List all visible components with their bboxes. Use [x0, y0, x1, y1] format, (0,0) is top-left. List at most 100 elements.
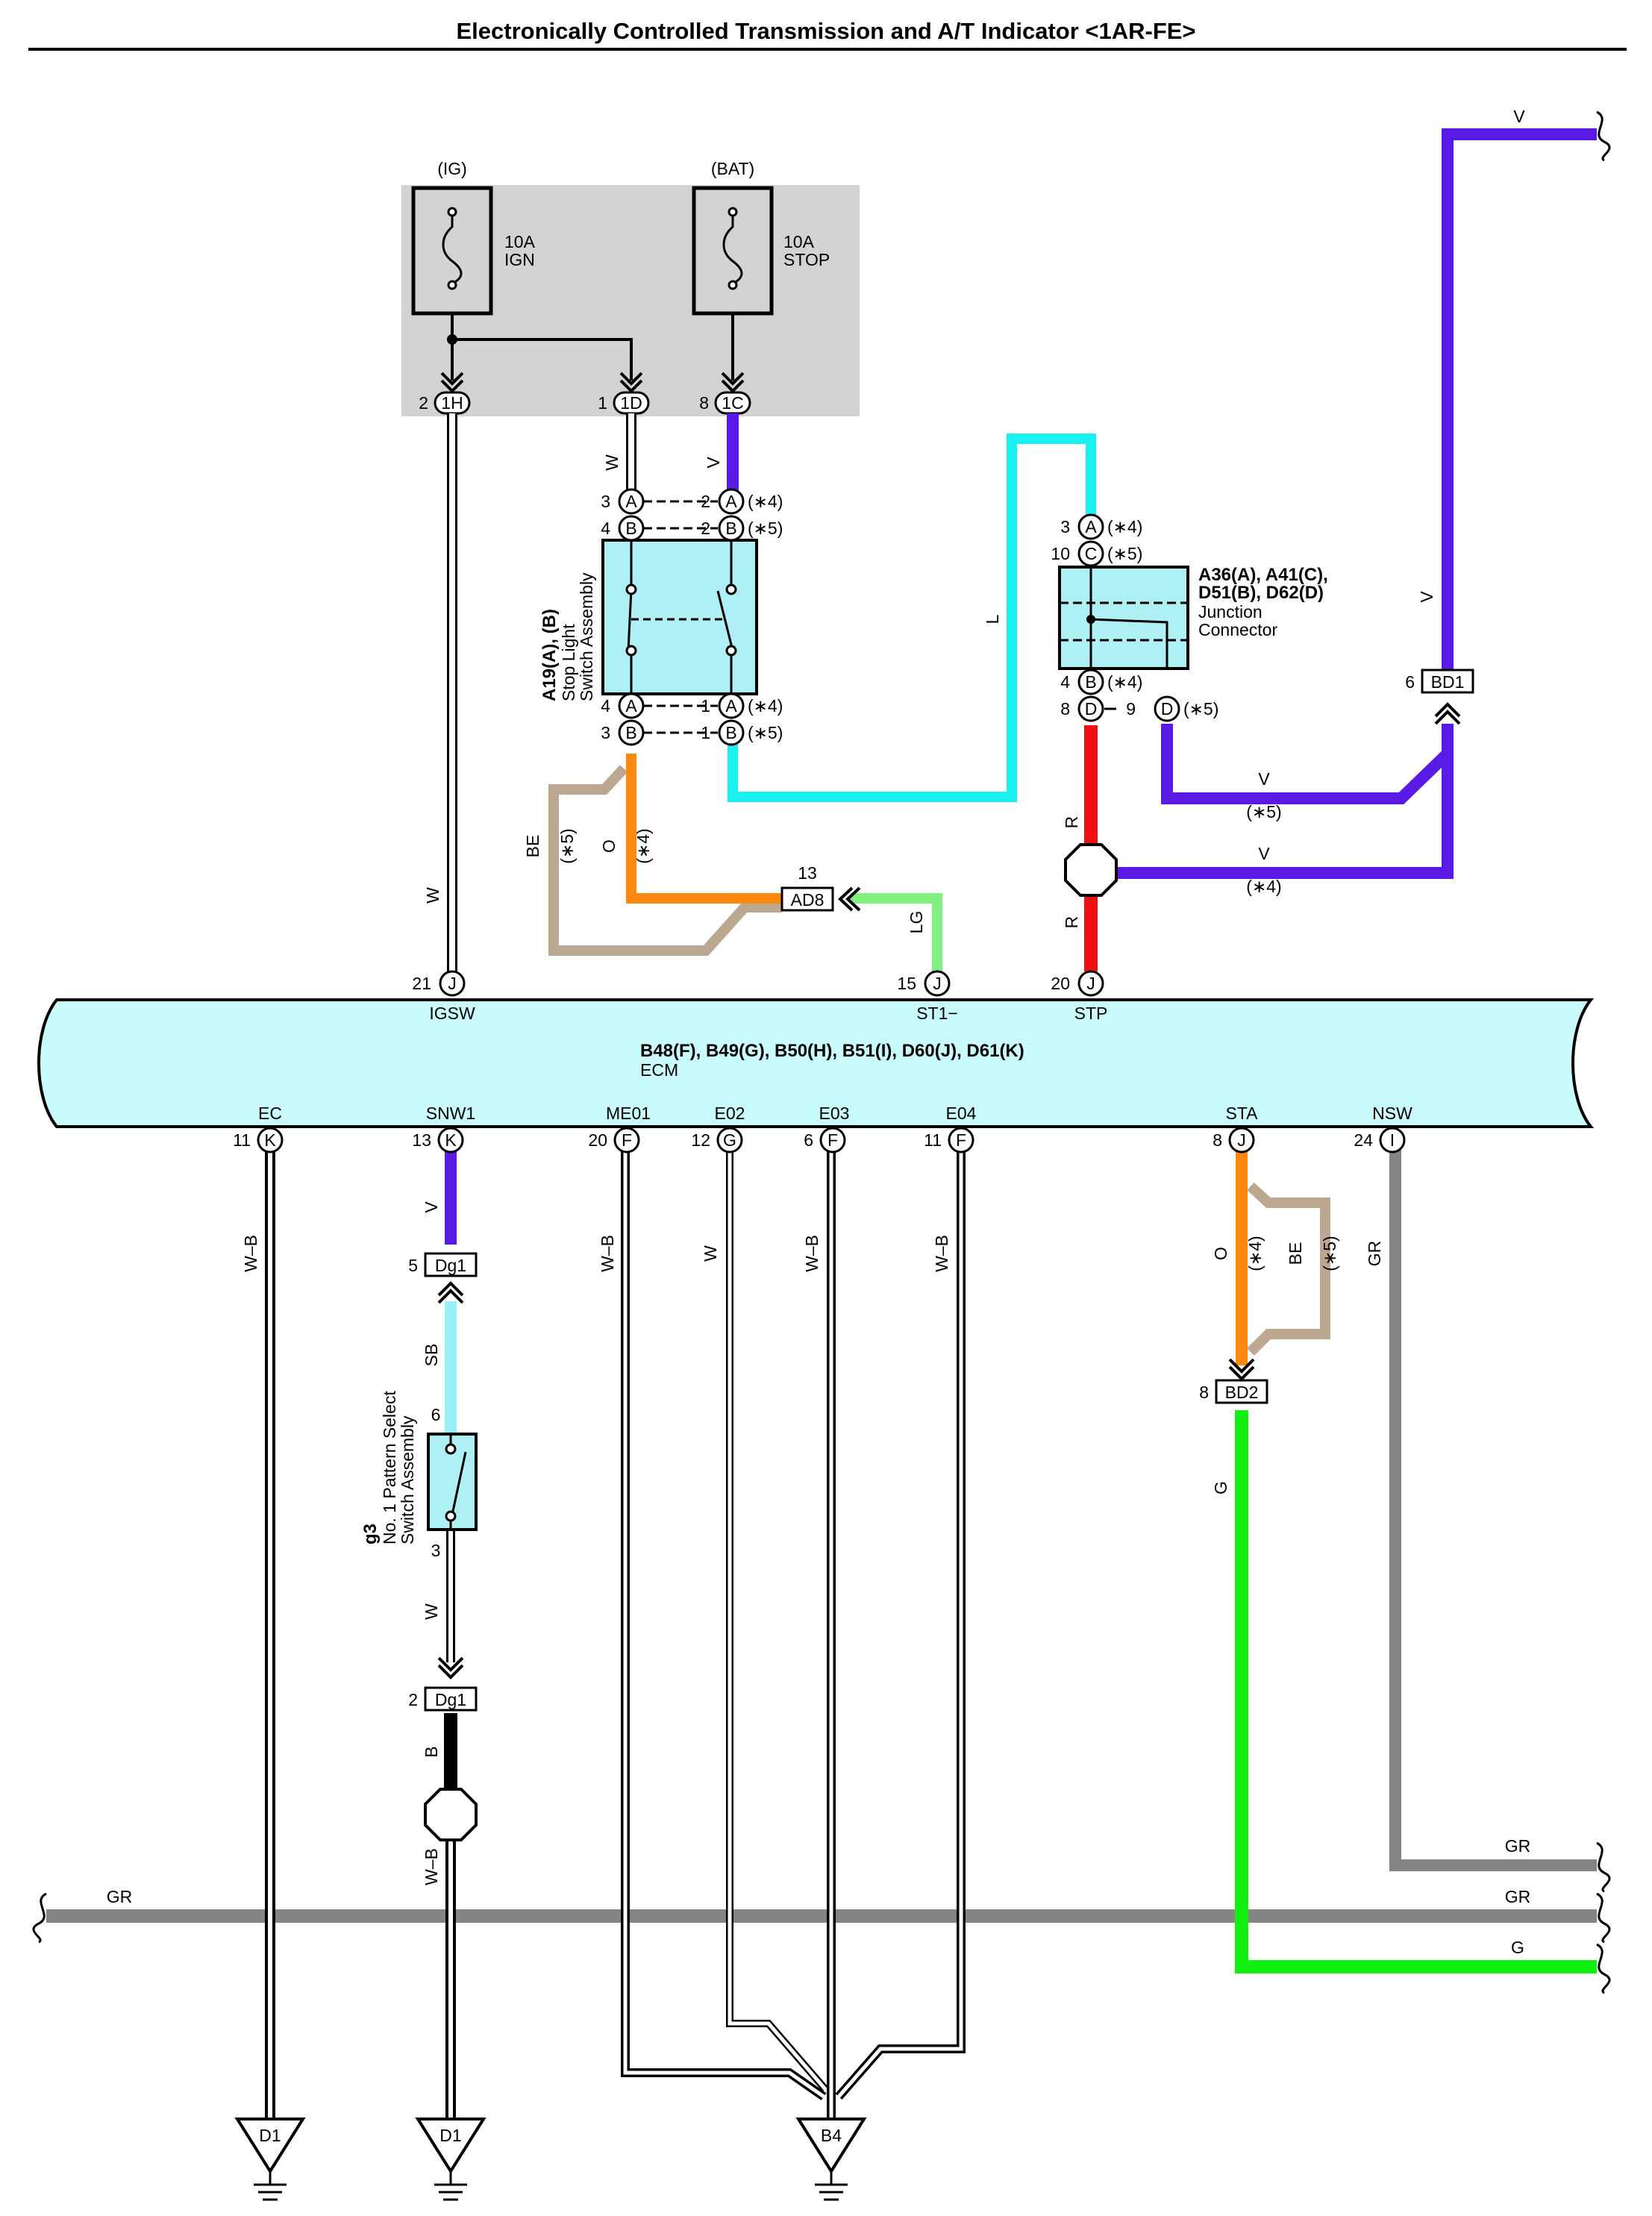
- wire-break-icon: [1596, 1841, 1611, 1893]
- pin-note: (∗5): [1107, 544, 1142, 563]
- fuse-stop-terminal-bottom: [728, 280, 738, 290]
- stop-light-switch-body: [601, 539, 758, 695]
- connector-number: 13: [798, 863, 817, 883]
- wire-break-icon: [1596, 1892, 1611, 1944]
- connector-code: Dg1: [435, 1256, 466, 1275]
- wire-break-icon: [1596, 110, 1611, 162]
- pin-code: F: [827, 1130, 838, 1150]
- junction-connector-name2: Connector: [1198, 620, 1277, 639]
- stop-switch-pins: A 3 B 4 A 2 (∗4) B 2 (∗5) A 4 B 3 A 1 (∗…: [601, 488, 783, 746]
- pin-code: A: [725, 492, 737, 511]
- connector-chevron-icon: [440, 372, 464, 393]
- junction-connector: A36(A), A41(C), D51(B), D62(D) Junction …: [1058, 565, 1328, 670]
- wire-label: LG: [907, 911, 926, 934]
- ecm-pin-stp: J 20 STP: [1051, 970, 1107, 1023]
- wire-label: G: [1211, 1481, 1230, 1494]
- fuse-ign-symbol-icon: [442, 213, 463, 285]
- pin-number: 20: [588, 1130, 607, 1150]
- connector-chevron-icon: [619, 372, 643, 393]
- ecm-pin-e04: E04 F 11: [924, 1104, 977, 1154]
- ig-label: (IG): [437, 159, 467, 178]
- wire-label: (∗4): [1246, 877, 1281, 896]
- connector-dg1-top: Dg1 5: [408, 1252, 478, 1304]
- pin-number: 15: [897, 974, 916, 993]
- stop-light-switch: A19(A), (B) Stop Light Switch Assembly: [539, 539, 758, 701]
- wire-be-stop-switch: [548, 765, 782, 956]
- wire-break-icon: [1596, 1943, 1611, 1994]
- pin-label: SNW1: [426, 1104, 475, 1123]
- connector-bd1: BD1 6: [1405, 669, 1474, 725]
- switch-contact: [625, 645, 637, 657]
- pin-code: 1D: [620, 393, 642, 413]
- wire-label: V: [1513, 107, 1525, 126]
- ecm-pin-igsw: J 21 IGSW: [412, 970, 475, 1023]
- ground-d1-pattern: D1: [415, 2118, 486, 2201]
- pin-number: 9: [1126, 699, 1136, 719]
- pin-label: EC: [258, 1104, 282, 1123]
- switch-contact: [445, 1443, 457, 1455]
- wire-label: GR: [107, 1887, 133, 1906]
- switch-contact: [625, 583, 637, 595]
- pin-code: B: [625, 519, 636, 538]
- wire-label: GR: [1505, 1887, 1531, 1906]
- wire-label: G: [1511, 1938, 1524, 1957]
- wire-label: W: [422, 1603, 441, 1620]
- ecm-pin-e02: E02 G 12: [691, 1104, 745, 1154]
- wire-label: V: [1258, 769, 1270, 789]
- pin-note: (∗5): [748, 519, 783, 538]
- pin-label: E03: [819, 1104, 850, 1123]
- wire-label: O: [599, 839, 619, 853]
- pin-code: B: [725, 519, 736, 538]
- pattern-switch-name1: No. 1 Pattern Select: [380, 1391, 399, 1544]
- pin-note: (∗4): [748, 492, 783, 511]
- ecm-body: [37, 998, 1595, 1128]
- pin-code: 1H: [441, 393, 463, 413]
- wire-label: W–B: [241, 1235, 260, 1272]
- pin-code: A: [625, 696, 637, 716]
- pin-number: 3: [1060, 517, 1070, 536]
- wire-label: W–B: [802, 1235, 822, 1272]
- pin-label: E02: [715, 1104, 745, 1123]
- ecm-pin-sta: STA J 8: [1213, 1104, 1258, 1154]
- connector-number: 6: [1405, 672, 1415, 692]
- ground-b4: B4: [795, 2118, 867, 2201]
- wire-label: R: [1062, 816, 1081, 829]
- pin-code: A: [625, 492, 637, 511]
- splice-octagon-icon: [1064, 843, 1118, 897]
- wire-label: V: [1258, 844, 1270, 863]
- fuse-ign-name: IGN: [504, 250, 535, 269]
- fuse-box-internal-wire: [452, 338, 633, 381]
- connector-chevron-icon: [1228, 1358, 1255, 1381]
- connector-bd2: BD2 8: [1199, 1358, 1268, 1404]
- pin-code: K: [445, 1130, 457, 1150]
- connector-code: BD1: [1431, 672, 1465, 692]
- connector-ad8: AD8 13: [780, 863, 861, 912]
- wire-label: R: [1062, 916, 1081, 929]
- diagram-title: Electronically Controlled Transmission a…: [456, 18, 1195, 44]
- pin-number: 24: [1354, 1130, 1373, 1150]
- connector-chevron-icon: [721, 372, 745, 393]
- connector-number: 5: [408, 1256, 418, 1275]
- pattern-switch-pin-top: 6: [431, 1405, 441, 1424]
- pin-number: 4: [1060, 672, 1070, 692]
- fuse-ign-amp: 10A: [504, 232, 536, 251]
- ecm-ids: B48(F), B49(G), B50(H), B51(I), D60(J), …: [640, 1041, 1024, 1061]
- pin-number: 10: [1051, 544, 1070, 563]
- connector-number: 2: [408, 1690, 418, 1709]
- pin-number: 6: [804, 1130, 813, 1150]
- pin-number: 2: [419, 393, 428, 413]
- wire-lg: [851, 893, 942, 971]
- stop-light-switch-name2: Switch Assembly: [577, 572, 596, 701]
- pin-number: 1: [598, 393, 607, 413]
- fuse-box-pin-1d: 1D 1: [598, 391, 650, 415]
- pin-note: (∗4): [1107, 672, 1142, 692]
- wire-label: O: [1211, 1247, 1230, 1260]
- ecm-pin-e03: E03 F 6: [804, 1104, 850, 1154]
- pin-number: 8: [1213, 1130, 1222, 1150]
- junction-connector-id1: A36(A), A41(C),: [1198, 565, 1328, 585]
- pin-number: 1: [701, 723, 710, 742]
- wire-labels: W V L V V V (∗5) V (∗4) R R BE (∗5) O (∗…: [107, 107, 1531, 1957]
- junction-dot: [447, 334, 457, 345]
- pin-code: F: [622, 1130, 632, 1150]
- pin-number: 4: [601, 519, 610, 538]
